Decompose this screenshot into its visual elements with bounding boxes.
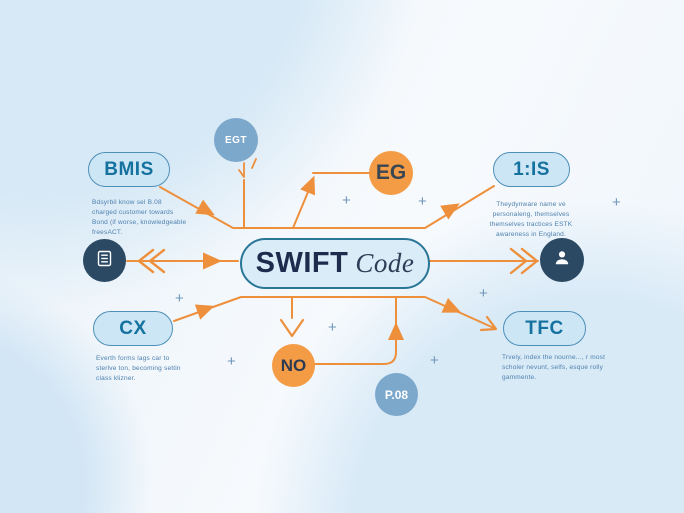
arrowhead-bmis — [195, 199, 215, 216]
node-p08: P.08 — [375, 373, 418, 416]
squiggle-decoration — [238, 158, 257, 178]
node-cx-description: Everth forms lags car to sterlve ton, be… — [96, 355, 181, 383]
node-eg-label: EG — [375, 161, 407, 184]
node-bmis-label: BMIS — [104, 158, 154, 180]
line-bmis-to-lis — [159, 185, 495, 229]
swift-title: SWIFT — [255, 247, 349, 279]
plus-decoration: + — [342, 192, 351, 209]
node-lis: 1:IS — [493, 152, 570, 187]
document-icon — [95, 249, 114, 273]
node-lis-description: Theydynware name ve personaleng, themsel… — [489, 201, 573, 239]
node-egt: EGT — [214, 118, 258, 162]
node-cx-label: CX — [119, 317, 147, 339]
arrowhead-cx — [194, 304, 215, 320]
node-no: NO — [272, 344, 315, 387]
node-p08-label: P.08 — [384, 387, 409, 402]
node-eg: EG — [369, 151, 413, 195]
node-cx: CX — [93, 311, 173, 346]
node-egt-label: EGT — [224, 134, 248, 146]
node-swift-code: SWIFT Code — [240, 238, 430, 289]
chevron-right-icon — [509, 247, 539, 275]
node-no-label: NO — [280, 355, 307, 375]
node-person — [540, 238, 584, 282]
arrowhead-tfc — [441, 298, 462, 313]
node-tfc-description: Trvely, index the nourne..., r most scho… — [502, 354, 606, 382]
open-arrow-down-icon — [279, 318, 305, 338]
node-lis-label: 1:IS — [513, 158, 550, 180]
arrowhead-lis — [440, 203, 460, 220]
node-tfc-label: TFC — [525, 317, 564, 339]
node-bmis: BMIS — [88, 152, 170, 187]
node-bmis-description: Bdsyrbil know sel B.08 charged customer … — [92, 199, 187, 237]
plus-decoration: + — [175, 290, 184, 307]
arrowhead-eg — [300, 175, 316, 196]
arrowhead-no-loop — [388, 322, 404, 340]
chevron-left-icon — [137, 248, 166, 274]
line-no-loop — [314, 296, 397, 365]
open-arrow-tfc-icon — [479, 315, 498, 332]
plus-decoration: + — [418, 193, 427, 210]
plus-decoration: + — [612, 194, 621, 211]
plus-decoration: + — [227, 353, 236, 370]
plus-decoration: + — [430, 352, 439, 369]
swift-title-suffix: Code — [355, 248, 415, 278]
plus-decoration: + — [328, 319, 337, 336]
user-icon — [551, 247, 573, 274]
arrowhead-swift-left — [203, 252, 222, 270]
node-tfc: TFC — [503, 311, 586, 346]
plus-decoration: + — [479, 285, 488, 302]
node-document — [83, 239, 126, 282]
